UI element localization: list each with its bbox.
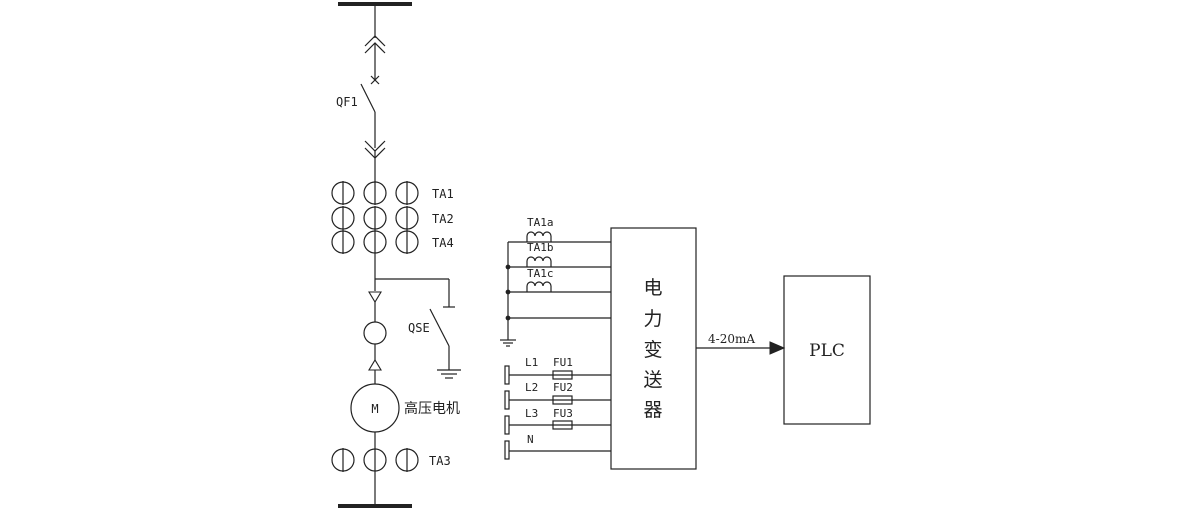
- terminal-n: [504, 440, 510, 460]
- arrow-right-icon: [769, 341, 786, 355]
- phase-label-l2: L2: [525, 381, 538, 394]
- terminal-l2: [504, 390, 510, 410]
- plc-box: [783, 275, 871, 425]
- power-transducer: 电 力 变 送 器: [610, 227, 697, 470]
- ct-label-ta1: TA1: [432, 187, 454, 201]
- phase-label-n: N: [527, 433, 534, 446]
- breaker-label: QF1: [336, 95, 358, 109]
- ct-label-ta3: TA3: [429, 454, 451, 468]
- junction-dot-return: [505, 315, 511, 321]
- motor-label: 高压电机: [404, 400, 460, 417]
- fuse-label-fu3: FU3: [553, 407, 573, 420]
- transducer-char-2: 力: [643, 308, 662, 330]
- transducer-char-4: 送: [643, 369, 662, 391]
- cable-termination-bottom: [368, 358, 382, 371]
- terminal-l1: [504, 365, 510, 385]
- ct-ground-icon: [500, 339, 516, 347]
- motor-symbol: M: [371, 402, 378, 416]
- fuse-fu3: [552, 420, 573, 430]
- ct-coil-ta1a: [526, 231, 552, 242]
- signal-label: 4-20mA: [708, 332, 755, 346]
- zero-sequence-ct: [363, 321, 387, 345]
- ct-row-ta1: [331, 181, 419, 205]
- phase-label-l1: L1: [525, 356, 538, 369]
- junction-dot-b: [505, 264, 511, 270]
- plc-block: PLC: [783, 275, 871, 425]
- fuse-fu2: [552, 395, 573, 405]
- ct-coil-ta1c: [526, 281, 552, 292]
- ct-coil-ta1b: [526, 256, 552, 267]
- signal-output: 4-20mA: [696, 332, 786, 355]
- ground-icon: [437, 369, 461, 379]
- earth-switch-label: QSE: [408, 321, 430, 335]
- fuse-fu1: [552, 370, 573, 380]
- ct-label-ta1c: TA1c: [527, 267, 554, 280]
- ct-label-ta4: TA4: [432, 236, 454, 250]
- earth-switch-qse: [375, 278, 455, 370]
- breaker-qf1: [360, 75, 380, 113]
- transducer-char-5: 器: [643, 399, 662, 421]
- fuse-label-fu2: FU2: [553, 381, 573, 394]
- ct-label-ta1a: TA1a: [527, 216, 554, 229]
- ct-label-ta2: TA2: [432, 212, 454, 226]
- terminal-l3: [504, 415, 510, 435]
- ct-row-ta3: [331, 448, 419, 472]
- ct-row-ta2: [331, 206, 419, 230]
- main-circuit: QF1 TA1 TA2 TA4: [331, 2, 461, 508]
- plc-label: PLC: [809, 341, 845, 361]
- fuse-label-fu1: FU1: [553, 356, 573, 369]
- transducer-char-3: 变: [643, 339, 662, 361]
- ct-label-ta1b: TA1b: [527, 241, 554, 254]
- transducer-inputs: TA1a TA1b TA1c L1 L2 L3 N FU1 FU2 FU3: [500, 216, 611, 460]
- ct-row-ta4: [331, 230, 419, 254]
- junction-dot-c: [505, 289, 511, 295]
- cable-termination-top: [368, 291, 382, 304]
- transducer-char-1: 电: [643, 277, 662, 299]
- phase-label-l3: L3: [525, 407, 538, 420]
